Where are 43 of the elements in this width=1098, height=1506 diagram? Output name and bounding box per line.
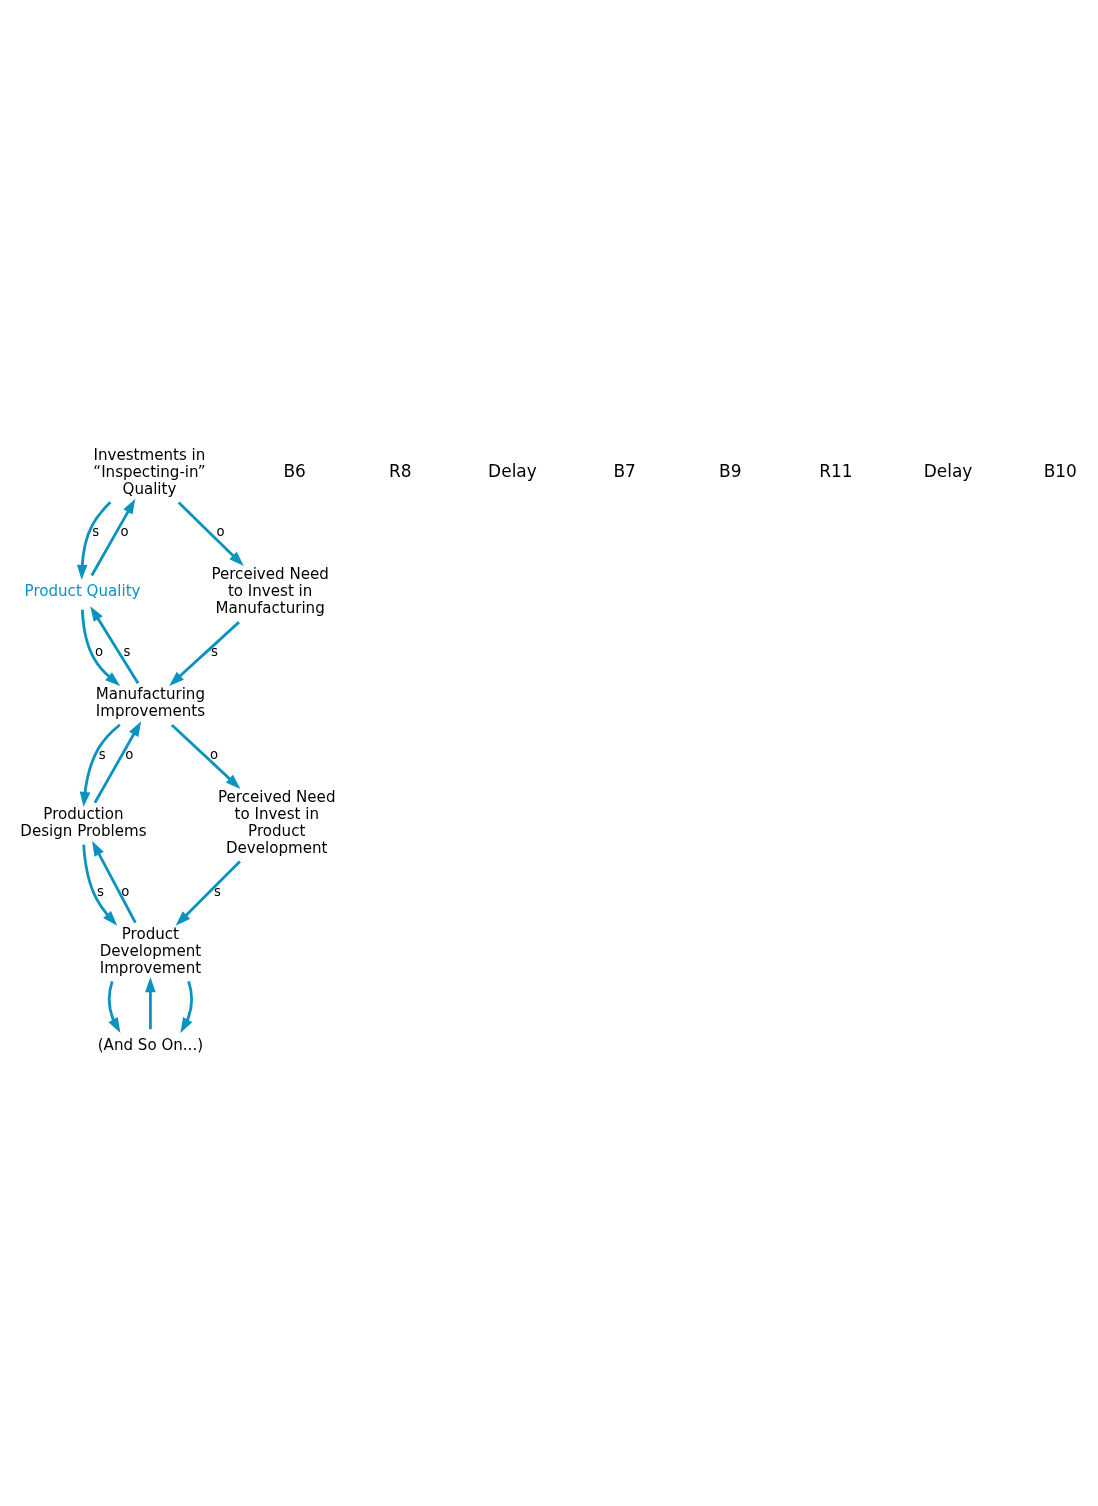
node-text: Investments in “Inspecting-in” Quality bbox=[93, 445, 206, 498]
arrow bbox=[80, 609, 121, 686]
label: Delay bbox=[488, 460, 537, 481]
edge-label: s bbox=[123, 643, 131, 659]
node-text: Product Quality bbox=[24, 581, 141, 600]
arrow bbox=[76, 500, 112, 580]
arrow bbox=[177, 500, 244, 566]
arrow bbox=[92, 840, 137, 923]
edge-label: s bbox=[98, 746, 106, 762]
edge-label: o bbox=[94, 643, 104, 659]
edge-label: o bbox=[125, 746, 134, 762]
edge-label: o bbox=[121, 883, 130, 899]
node-text: Perceived Need to Invest in Manufacturing bbox=[211, 564, 329, 617]
label: B9 bbox=[719, 460, 742, 481]
arrow bbox=[169, 620, 240, 686]
label: R8 bbox=[388, 460, 412, 481]
arrow bbox=[170, 723, 241, 789]
arrow bbox=[108, 980, 121, 1033]
edge-label: s bbox=[211, 643, 218, 659]
arrow bbox=[90, 605, 140, 684]
label: B6 bbox=[283, 460, 306, 481]
arrow bbox=[175, 860, 241, 926]
arrow bbox=[79, 723, 121, 807]
arrow bbox=[93, 720, 142, 803]
label: B10 bbox=[1043, 460, 1077, 481]
edge-label: s bbox=[97, 883, 104, 899]
edge-label: o bbox=[216, 523, 225, 539]
edge-label: o bbox=[210, 746, 219, 762]
node-text: Product Development Improvement bbox=[99, 924, 202, 977]
node-text: Production Design Problems bbox=[20, 804, 147, 840]
node-text: Perceived Need to Invest in Product Development bbox=[218, 787, 336, 857]
arrow bbox=[90, 498, 136, 576]
node-text: Manufacturing Improvements bbox=[95, 684, 206, 720]
node-text: (And So On...) bbox=[97, 1035, 204, 1054]
arrow bbox=[145, 976, 156, 1029]
label: Delay bbox=[923, 460, 973, 481]
arrow bbox=[82, 844, 118, 926]
label: R11 bbox=[819, 460, 853, 481]
edge-label: s bbox=[92, 523, 100, 539]
edge-label: s bbox=[213, 883, 221, 899]
edge-label: o bbox=[120, 523, 129, 539]
label: B7 bbox=[613, 460, 636, 481]
arrow bbox=[180, 980, 193, 1033]
